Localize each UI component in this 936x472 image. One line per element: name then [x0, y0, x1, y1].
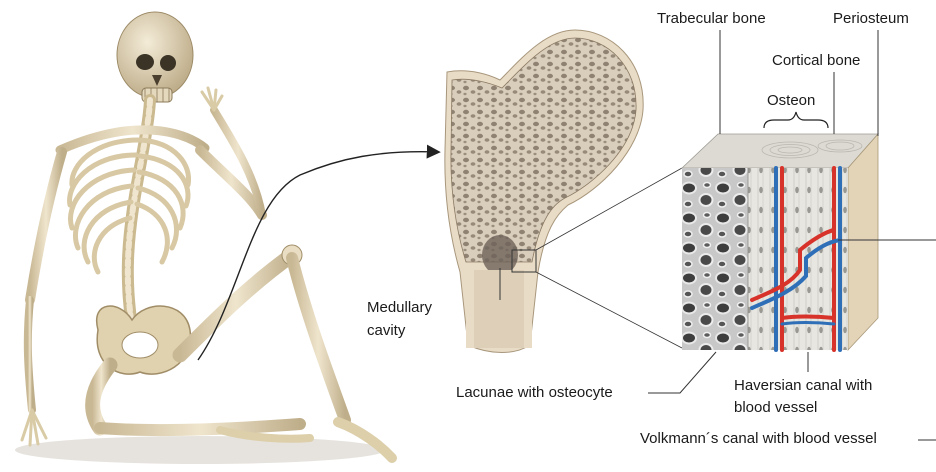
cortical-bone-block	[682, 112, 878, 350]
label-trabecular-bone: Trabecular bone	[657, 10, 766, 28]
label-osteon: Osteon	[767, 92, 815, 110]
osteon-brace	[764, 112, 828, 128]
label-periosteum: Periosteum	[833, 10, 909, 28]
label-cortical-bone: Cortical bone	[772, 52, 860, 70]
skeleton-illustration	[15, 12, 392, 464]
label-volkmann-canal: Volkmann´s canal with blood vessel	[640, 430, 877, 448]
label-medullary-cavity: Medullary cavity	[367, 296, 457, 342]
trabecular-block	[682, 168, 748, 350]
label-haversian-canal: Haversian canal with blood vessel	[734, 375, 902, 419]
label-lacunae: Lacunae with osteocyte	[456, 384, 613, 402]
femur-section	[445, 30, 682, 353]
